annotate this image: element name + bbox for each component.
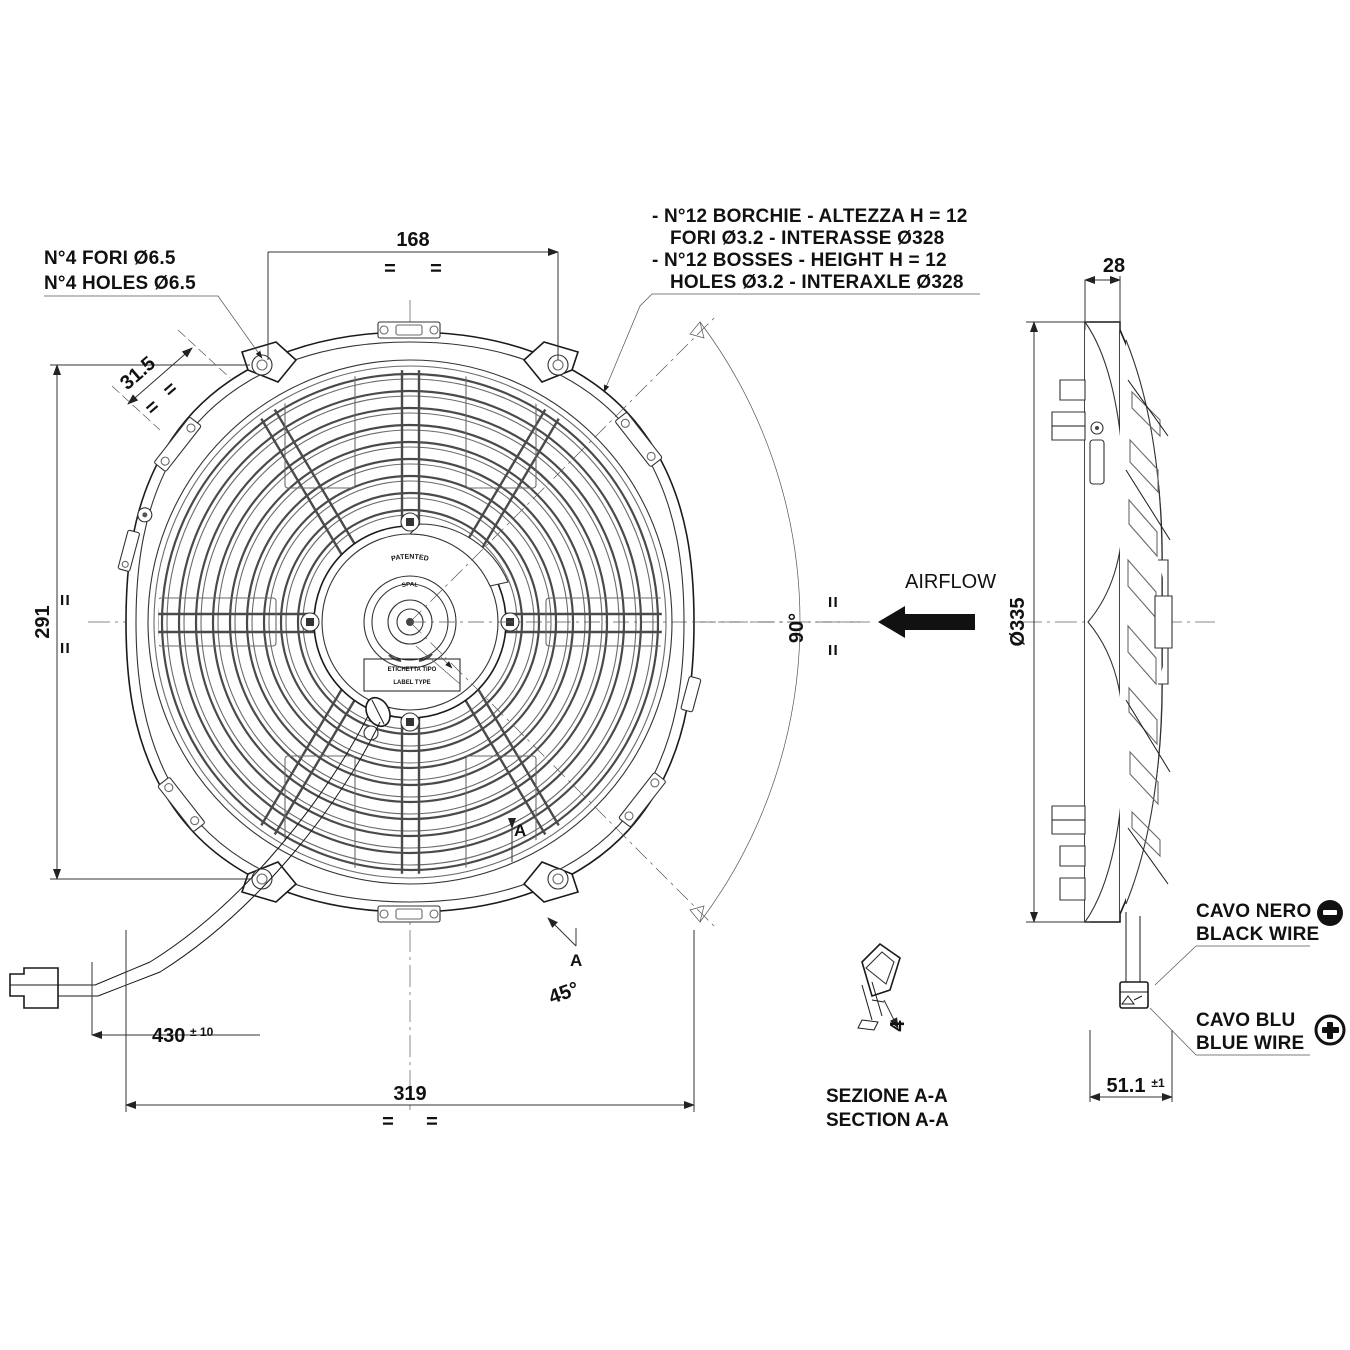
section-marker-upper: A	[514, 821, 526, 840]
section-title-line2: SECTION A-A	[826, 1110, 949, 1131]
mounting-tabs	[240, 341, 580, 903]
wire-label-black: CAVO NERO BLACK WIRE	[1154, 900, 1343, 986]
front-wire-grommet	[363, 696, 391, 741]
side-view-wire-exit	[1119, 912, 1149, 1009]
section-markers-front: A A	[508, 818, 582, 970]
side-view-mount-tabs	[1051, 379, 1086, 901]
fan-grille-rings	[160, 372, 660, 872]
cable-connector	[9, 967, 59, 1009]
mounting-tab-top-right	[522, 341, 580, 383]
dimension-28: 28	[1084, 255, 1125, 330]
equal-mark: =	[55, 594, 77, 606]
label-type-callout: ETICHETTA TIPO LABEL TYPE	[363, 645, 461, 692]
equal-mark: =	[823, 596, 845, 608]
wire-label-blue: CAVO BLU BLUE WIRE	[1149, 1007, 1346, 1056]
equal-mark: =	[430, 258, 442, 280]
polarity-positive-icon	[1314, 1014, 1346, 1046]
fan-side-view	[1020, 321, 1215, 923]
mounting-tab-top-left	[240, 341, 298, 383]
polarity-negative-icon	[1317, 900, 1343, 926]
mounting-tab-bottom-left	[240, 861, 298, 903]
dimension-51-1: 51.1 ±1	[1089, 1030, 1173, 1102]
equal-mark: =	[426, 1111, 438, 1133]
side-view-brand-plate	[1089, 421, 1105, 485]
note-bosses: - N°12 BORCHIE - ALTEZZA H = 12 FORI Ø3.…	[603, 206, 980, 393]
angle-construction: 90° = = 45°	[409, 315, 860, 1009]
dimension-291: 291 = =	[32, 364, 250, 880]
fan-power-cable	[9, 715, 381, 1009]
dimension-291-value: 291	[32, 605, 54, 638]
dimension-335-value: Ø335	[1007, 598, 1029, 647]
blue-wire-line2: BLUE WIRE	[1196, 1033, 1304, 1054]
side-view-blades	[1125, 379, 1171, 885]
equal-mark: =	[384, 258, 396, 280]
rim-bosses	[117, 321, 702, 923]
angle-45-value: 45°	[546, 978, 582, 1009]
note-bosses-line1: - N°12 BORCHIE - ALTEZZA H = 12	[652, 206, 968, 227]
equal-mark: =	[382, 1111, 394, 1133]
brand-logo-text: SPAL	[401, 582, 418, 589]
note-bosses-line4: HOLES Ø3.2 - INTERAXLE Ø328	[670, 272, 964, 293]
dimension-4-value: 4	[887, 1020, 909, 1032]
angle-90-value: 90°	[786, 613, 808, 643]
black-wire-line2: BLACK WIRE	[1196, 924, 1319, 945]
dimension-28-value: 28	[1103, 255, 1125, 277]
dimension-430: 430 ± 10	[91, 962, 260, 1047]
side-view-hub	[1154, 559, 1173, 685]
dimension-51-1-tolerance: ±1	[1151, 1076, 1165, 1090]
dimension-31-5-value: 31.5	[116, 352, 160, 394]
section-aa-detail: 4 SEZIONE A-A SECTION A-A	[826, 942, 949, 1131]
equal-mark: =	[141, 396, 164, 420]
note-holes-line1: N°4 FORI Ø6.5	[44, 248, 176, 269]
section-title-line1: SEZIONE A-A	[826, 1086, 948, 1107]
note-bosses-line2: FORI Ø3.2 - INTERASSE Ø328	[670, 228, 944, 249]
dimension-430-value: 430	[152, 1025, 185, 1047]
patented-text: PATENTED	[391, 554, 430, 563]
blue-wire-line1: CAVO BLU	[1196, 1010, 1295, 1031]
note-bosses-line3: - N°12 BOSSES - HEIGHT H = 12	[652, 250, 947, 271]
dimension-168: 168 = =	[267, 229, 559, 360]
section-marker-lower: A	[570, 951, 582, 970]
airflow-indicator: AIRFLOW	[878, 571, 996, 638]
note-holes: N°4 FORI Ø6.5 N°4 HOLES Ø6.5	[44, 248, 263, 359]
equal-mark: =	[55, 642, 77, 654]
equal-mark: =	[159, 378, 182, 402]
dimension-335: Ø335	[1007, 321, 1090, 923]
dimension-319-value: 319	[393, 1083, 426, 1105]
label-type-line1: ETICHETTA TIPO	[388, 667, 437, 673]
note-holes-line2: N°4 HOLES Ø6.5	[44, 273, 196, 294]
dimension-51-1-value: 51.1	[1107, 1075, 1146, 1097]
dimension-168-value: 168	[396, 229, 429, 251]
mounting-tab-bottom-right	[522, 861, 580, 903]
dimension-319: 319 = =	[125, 930, 695, 1133]
dimension-430-tolerance: ± 10	[190, 1025, 214, 1039]
black-wire-line1: CAVO NERO	[1196, 901, 1311, 922]
equal-mark: =	[823, 644, 845, 656]
label-type-line2: LABEL TYPE	[393, 680, 430, 686]
dimension-4: 4	[883, 999, 909, 1032]
airflow-label: AIRFLOW	[905, 571, 996, 593]
